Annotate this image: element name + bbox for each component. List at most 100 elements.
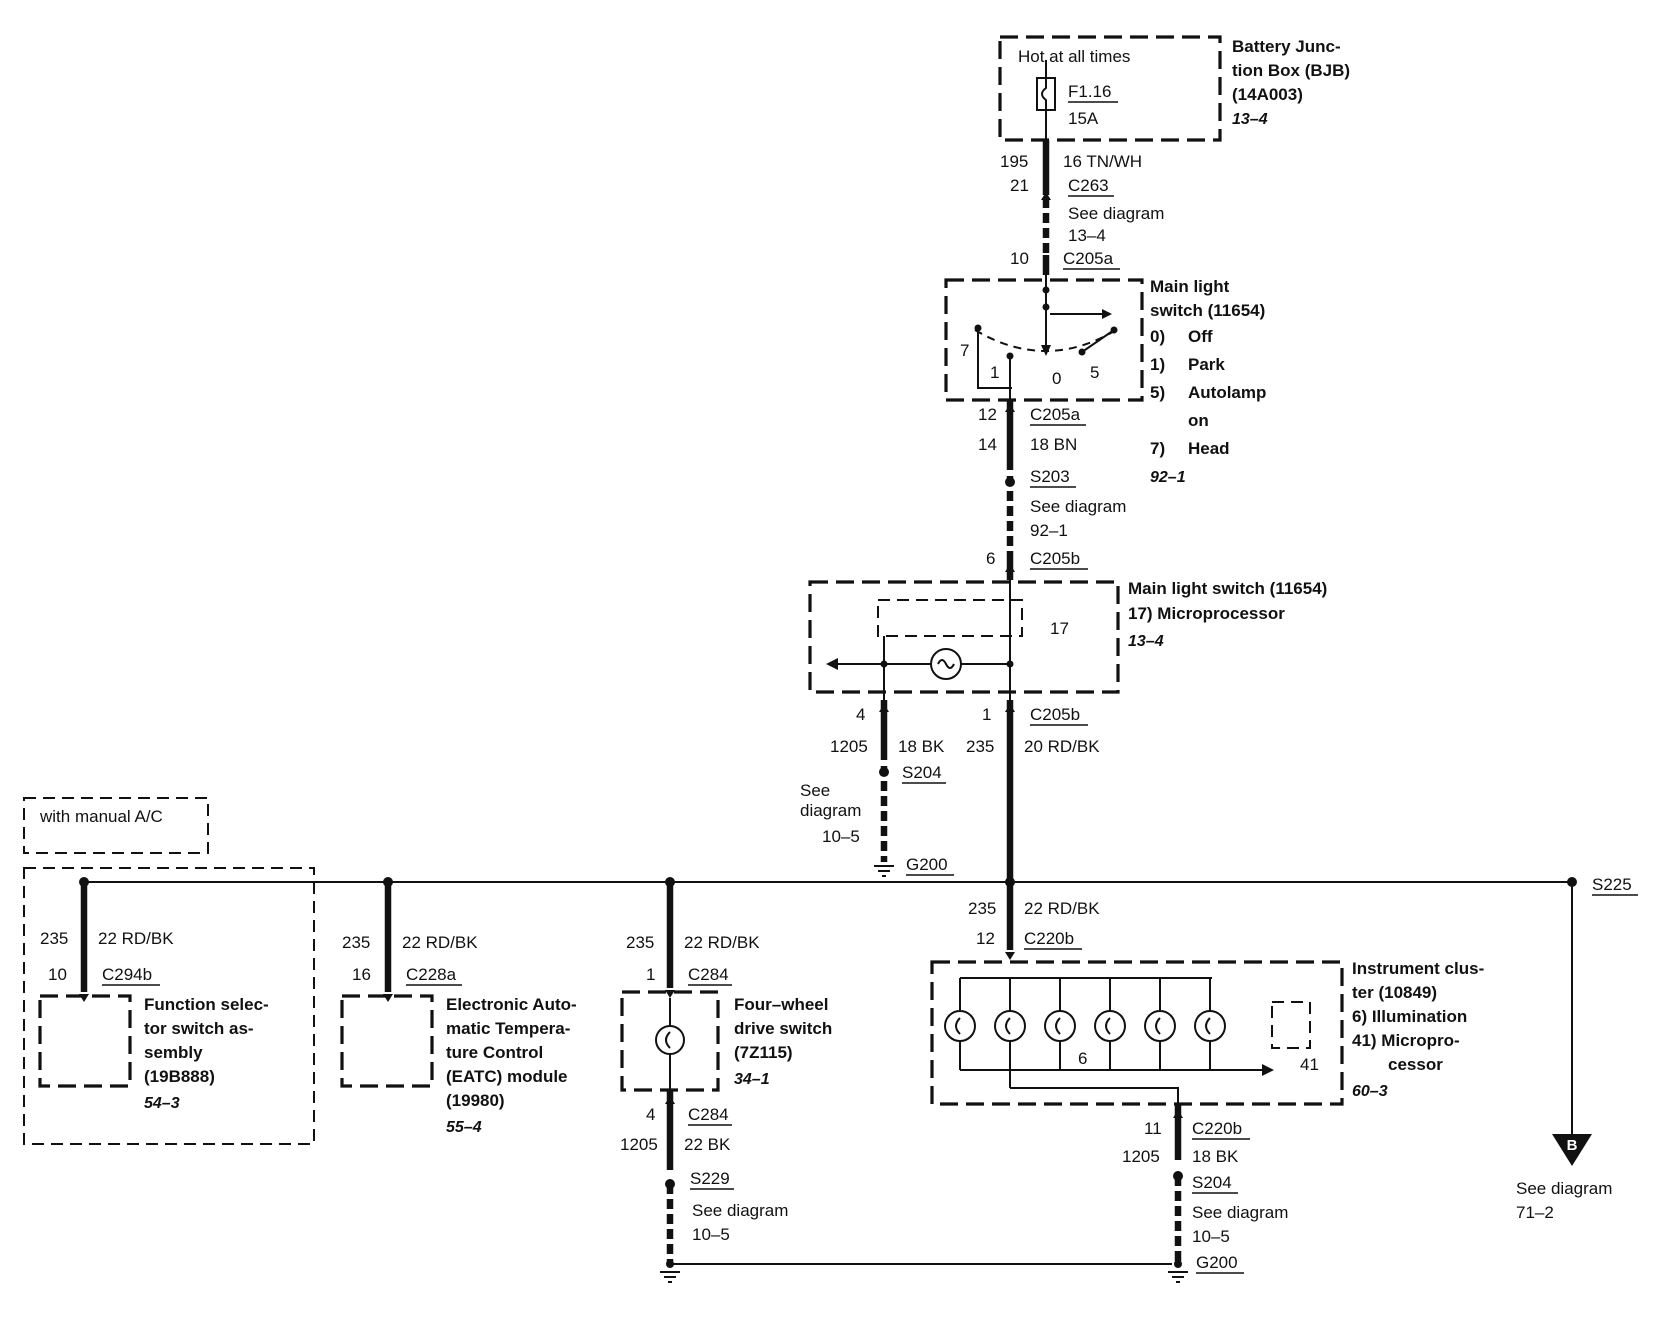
ic-lamp (1194, 978, 1226, 1070)
eatc-ref: 55–4 (446, 1119, 482, 1136)
ic-circuit: 235 (968, 899, 996, 918)
connector-arrow-icon (1005, 564, 1015, 572)
micro-node-dot (880, 660, 888, 668)
manual-ac-label: with manual A/C (39, 807, 163, 826)
mls-mode-num: 5) (1150, 383, 1165, 402)
feed-pin: 21 (1010, 176, 1029, 195)
ic-lamp (944, 978, 976, 1070)
eatc-title-l2: matic Tempera- (446, 1019, 570, 1038)
micro-output-wires: 4 1 C205b 1205 18 BK 235 20 RD/BK S204 S… (800, 700, 1100, 882)
out-see1: See (800, 781, 830, 800)
connector-arrow-icon (1005, 704, 1015, 712)
micro-outline (808, 580, 1120, 694)
lamp-filament-icon (1105, 1017, 1111, 1035)
micro-inner-box (877, 599, 1023, 637)
offpage-letter: B (1567, 1137, 1578, 1154)
mls-mode-label: Head (1188, 439, 1230, 458)
out-c235: 235 (966, 737, 994, 756)
mls-mode-label: Off (1188, 327, 1213, 346)
s204-splice-dot (879, 767, 889, 777)
micro-ref: 13–4 (1128, 633, 1164, 650)
ic-lamp (1144, 978, 1176, 1070)
mls-modes: 0) Off 1) Park 5) Autolamp on 7) Head (1150, 327, 1266, 458)
ic-num-6: 6 (1078, 1049, 1087, 1068)
4wd-connector-out: C284 (688, 1105, 729, 1124)
out-see2: diagram (800, 801, 861, 820)
4wd-ref: 34–1 (734, 1071, 770, 1088)
mid-wire-color: 18 BN (1030, 435, 1077, 454)
lamp-icon (944, 1010, 976, 1042)
ic-ground-route (1010, 1087, 1179, 1104)
ic-see2: 10–5 (1192, 1227, 1230, 1246)
eatc-outline (340, 994, 434, 1088)
offpage-see2: 71–2 (1516, 1203, 1554, 1222)
mls-output-wire: 12 C205a 14 18 BN S203 See diagram 92–1 … (978, 400, 1126, 580)
feed-circuit: 195 (1000, 152, 1028, 171)
connector-arrow-icon (879, 704, 889, 712)
ic-connector-out: C220b (1192, 1119, 1242, 1138)
lamp-icon (994, 1010, 1026, 1042)
4wd-circuit-out: 1205 (620, 1135, 658, 1154)
mid-connector: C205a (1030, 405, 1081, 424)
mid-see-ref: 92–1 (1030, 521, 1068, 540)
four-wheel-drive-switch: 235 22 RD/BK 1 C284 Four–wheel drive swi… (620, 882, 832, 1283)
eatc-wire-color: 22 RD/BK (402, 933, 478, 952)
fss-title-l2: tor switch as- (144, 1019, 254, 1038)
battery-junction-box: Hot at all times F1.16 15A Battery Junc-… (998, 35, 1350, 142)
offpage-connector[interactable]: B See diagram 71–2 (1516, 1134, 1612, 1222)
ic-microprocessor-box (1271, 1001, 1311, 1049)
fss-ref: 54–3 (144, 1095, 180, 1112)
mls-mode-label: Autolamp (1188, 383, 1266, 402)
micro-number: 17 (1050, 619, 1069, 638)
4wd-title-l2: drive switch (734, 1019, 832, 1038)
mid-splice: S203 (1030, 467, 1070, 486)
connector-arrow-icon (665, 990, 675, 998)
out-pin1: 1 (982, 705, 991, 724)
mid-pin6: 6 (986, 549, 995, 568)
4wd-see1: See diagram (692, 1201, 788, 1220)
4wd-lamp-icon (655, 1025, 685, 1055)
feed-connector2: C205a (1063, 249, 1114, 268)
manual-ac-group-outline (23, 867, 315, 1145)
lamp-icon (1194, 1010, 1226, 1042)
4wd-connector: C284 (688, 965, 729, 984)
bjb-outline (998, 35, 1222, 142)
fss-circuit: 235 (40, 929, 68, 948)
mls-node-dot-2 (1042, 303, 1050, 311)
ic-title-l1: Instrument clus- (1352, 959, 1484, 978)
mls-pos-0: 0 (1052, 369, 1061, 388)
feed-pin2: 10 (1010, 249, 1029, 268)
eatc-title-l3: ture Control (446, 1043, 543, 1062)
manual-ac-note: with manual A/C (23, 797, 315, 1145)
mls-node-dot (1042, 286, 1050, 294)
4wd-pin: 1 (646, 965, 655, 984)
bjb-title-line1: Battery Junc- (1232, 37, 1341, 56)
mls-contact-7-lead (977, 328, 1012, 389)
out-c1205: 1205 (830, 737, 868, 756)
mls-pos-7: 7 (960, 341, 969, 360)
4wd-splice: S229 (690, 1169, 730, 1188)
out-w1205: 18 BK (898, 737, 945, 756)
feed-see-diagram: See diagram (1068, 204, 1164, 223)
mls-mode-num: 1) (1150, 355, 1165, 374)
mls-title-line1: Main light (1150, 277, 1230, 296)
ic-arrow-icon (1262, 1064, 1274, 1076)
micro-subtitle: 17) Microprocessor (1128, 604, 1285, 623)
offpage-see1[interactable]: See diagram (1516, 1179, 1612, 1198)
fss-title-l3: sembly (144, 1043, 203, 1062)
offpage-arrow-icon[interactable] (1552, 1134, 1592, 1166)
ic-lamp (1044, 978, 1076, 1070)
mls-mode-num: 0) (1150, 327, 1165, 346)
mid-see-diagram: See diagram (1030, 497, 1126, 516)
eatc-module: 235 22 RD/BK 16 C228a Electronic Auto- m… (340, 882, 577, 1136)
mls-contact-5-lead (1081, 329, 1115, 353)
feed-wire-color: 16 TN/WH (1063, 152, 1142, 171)
illumination-bus: S225 (79, 875, 1638, 1135)
ic-lamp (1094, 978, 1126, 1070)
lamp-filament-icon (1005, 1017, 1011, 1035)
mid-pin12: 12 (978, 405, 997, 424)
fuse-amps: 15A (1068, 109, 1099, 128)
bjb-title-line2: tion Box (BJB) (1232, 61, 1350, 80)
mls-pos-5: 5 (1090, 363, 1099, 382)
